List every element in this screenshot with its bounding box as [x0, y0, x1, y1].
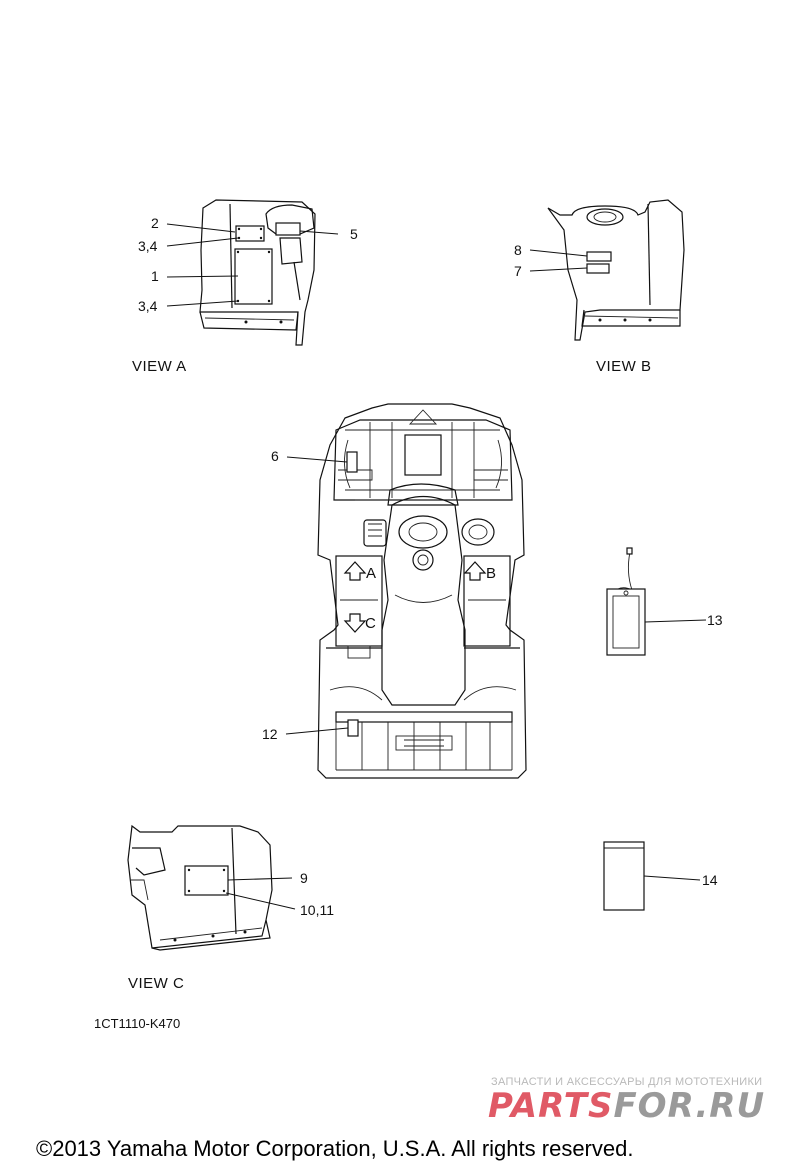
watermark-brand-left: PARTS [488, 1086, 613, 1126]
view-a-callouts: 2 3,4 1 3,4 5 VIEW A [132, 215, 358, 375]
view-c-label-9 [184, 865, 229, 896]
view-b-label-7 [586, 263, 610, 274]
direction-label-c: C [365, 615, 376, 632]
watermark-brand-right: FOR.RU [613, 1086, 765, 1126]
top-view-label-12 [347, 719, 359, 737]
callout-10-11: 10,11 [300, 902, 334, 918]
callout-14: 14 [702, 872, 718, 888]
view-c-label: VIEW C [128, 975, 184, 992]
top-view-callouts: 6 12 [262, 448, 349, 742]
callout-7: 7 [514, 263, 522, 279]
direction-label-b: B [486, 565, 496, 582]
arrow-down-icon [343, 613, 367, 633]
watermark: ЗАПЧАСТИ И АКСЕССУАРЫ ДЛЯ МОТОТЕХНИКИ PA… [488, 1076, 765, 1126]
sheet-14: 14 [603, 841, 718, 911]
arrow-up-icon [343, 561, 367, 581]
top-view-label-6 [346, 451, 358, 473]
callout-3-4-lower: 3,4 [138, 298, 158, 314]
part-code: 1CT1110-K470 [94, 1016, 180, 1031]
copyright-notice: ©2013 Yamaha Motor Corporation, U.S.A. A… [36, 1136, 633, 1161]
view-a-label: VIEW A [132, 358, 187, 375]
direction-label-a: A [366, 565, 376, 582]
view-a-label-2 [235, 225, 265, 242]
hang-tag-13: 13 [606, 547, 723, 656]
view-c-callouts: 9 10,11 VIEW C [128, 870, 334, 992]
arrow-up-icon [463, 561, 487, 581]
view-b-label: VIEW B [596, 358, 652, 375]
callout-2: 2 [151, 215, 159, 231]
watermark-tagline: ЗАПЧАСТИ И АКСЕССУАРЫ ДЛЯ МОТОТЕХНИКИ [491, 1076, 762, 1088]
view-b-callouts: 8 7 VIEW B [514, 242, 652, 375]
callout-12: 12 [262, 726, 278, 742]
view-a-drawing [199, 199, 316, 346]
view-c-drawing [127, 824, 273, 951]
view-a-label-5 [275, 222, 301, 236]
callout-3-4-upper: 3,4 [138, 238, 158, 254]
callout-6: 6 [271, 448, 279, 464]
callout-5: 5 [350, 226, 358, 242]
callout-8: 8 [514, 242, 522, 258]
callout-9: 9 [300, 870, 308, 886]
callout-13: 13 [707, 612, 723, 628]
watermark-brand: PARTSFOR.RU [488, 1086, 765, 1126]
callout-1: 1 [151, 268, 159, 284]
atv-top-view: A B C [317, 403, 527, 779]
view-a-label-1 [234, 248, 273, 305]
view-b-label-8 [586, 251, 612, 262]
view-b-drawing [547, 199, 685, 341]
